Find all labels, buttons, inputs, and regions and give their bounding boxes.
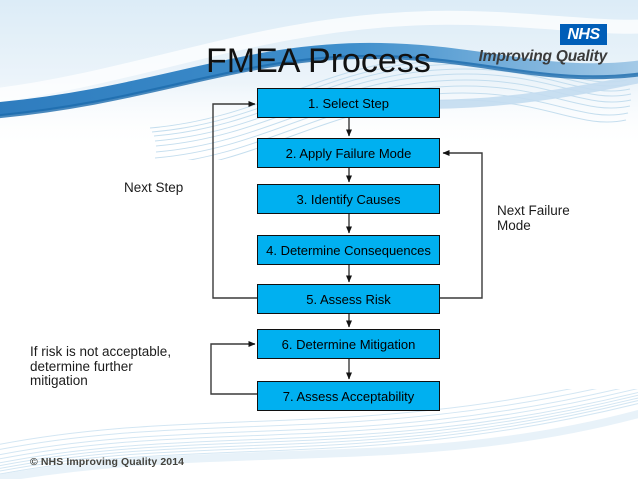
flow-step-6-determine-mitigation: 6. Determine Mitigation xyxy=(257,329,440,359)
nhs-logo: NHS Improving Quality xyxy=(479,24,607,66)
nhs-tagline: Improving Quality xyxy=(478,48,608,65)
nhs-logo-text: NHS xyxy=(567,25,600,43)
footer-copyright: © NHS Improving Quality 2014 xyxy=(30,456,185,468)
flow-step-2-apply-failure-mode: 2. Apply Failure Mode xyxy=(257,138,440,168)
label-next-failure-mode: Next Failure Mode xyxy=(497,203,570,233)
label-next-step: Next Step xyxy=(124,180,184,195)
flow-step-1-select-step: 1. Select Step xyxy=(257,88,440,118)
flow-step-5-assess-risk: 5. Assess Risk xyxy=(257,284,440,314)
flow-step-7-assess-acceptability: 7. Assess Acceptability xyxy=(257,381,440,411)
label-risk-note: If risk is not acceptable, determine fur… xyxy=(30,344,172,388)
flow-step-4-determine-consequences: 4. Determine Consequences xyxy=(257,235,440,265)
nhs-logo-box: NHS xyxy=(560,24,607,45)
flow-step-3-identify-causes: 3. Identify Causes xyxy=(257,184,440,214)
page-title: FMEA Process xyxy=(206,42,431,80)
